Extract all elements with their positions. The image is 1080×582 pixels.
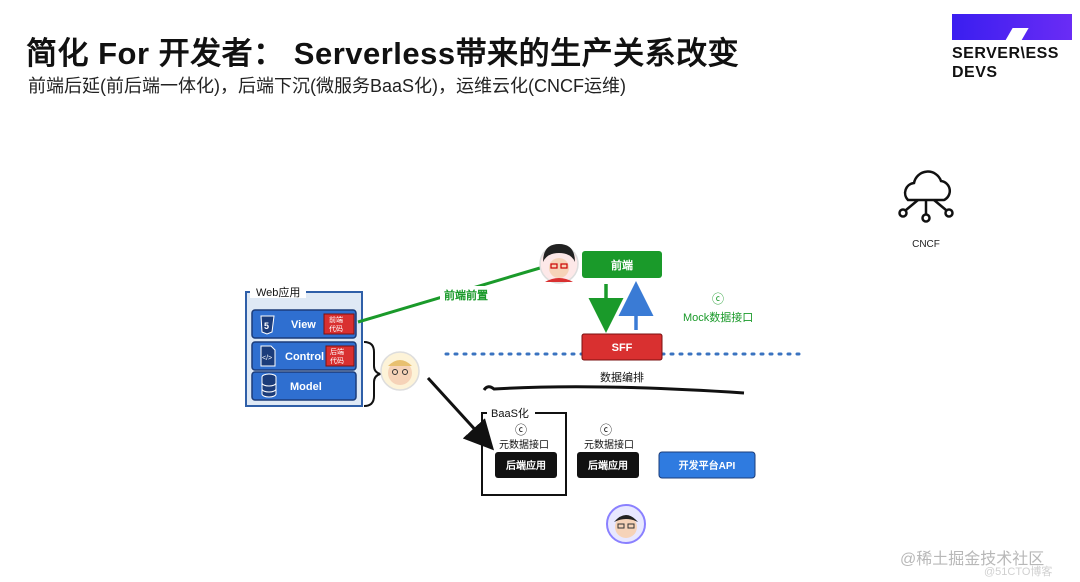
code-file-icon: </> <box>260 345 276 367</box>
meta-api-label-2: 元数据接口 <box>584 438 634 451</box>
sff-box <box>581 333 663 361</box>
view-tag-line-2: 代码 <box>329 324 343 333</box>
sync-icon-2: ⓒ <box>515 423 527 437</box>
model-label: Model <box>290 381 322 393</box>
frontend-box <box>582 251 662 278</box>
baas-container: BaaS化 <box>481 406 567 496</box>
slide-subtitle: 前端后延(前后端一体化)，后端下沉(微服务BaaS化)，运维云化(CNCF运维) <box>28 76 626 96</box>
delegate-arrow <box>426 376 495 451</box>
backend-app-label-2: 后端应用 <box>588 459 628 472</box>
sync-icon-1: ⓒ <box>712 292 724 306</box>
logo-line-1: SERVER\ESS <box>952 45 1059 62</box>
web-app-title: Web应用 <box>256 285 300 299</box>
meta-api-label-1: 元数据接口 <box>499 438 549 451</box>
frontend-box-label: 前端 <box>611 258 633 272</box>
cncf-label: CNCF <box>912 239 940 250</box>
view-tag-line-1: 前端 <box>329 315 343 324</box>
database-icon <box>261 373 277 398</box>
html5-icon: 5 <box>260 315 275 335</box>
orchestration-label: 数据编排 <box>600 370 644 384</box>
control-tag-line-2: 代码 <box>330 356 344 365</box>
control-label: Control <box>285 351 324 363</box>
serverless-devs-logo: SERVER\ESS DEVS <box>952 14 1072 84</box>
watermark-secondary: @51CTO博客 <box>984 566 1053 578</box>
backend-separator <box>482 385 745 395</box>
sff-label: SFF <box>612 342 633 354</box>
baas-label: BaaS化 <box>491 406 529 420</box>
backend-code-tag <box>325 345 355 367</box>
frontend-developer-avatar <box>539 244 579 284</box>
control-tag-line-1: 后端 <box>330 347 344 356</box>
mock-label: Mock数据接口 <box>683 310 753 324</box>
svg-text:</>: </> <box>262 355 272 362</box>
web-app-container: Web应用 5 View 前端 代码 </> Control 后端 代码 Mod… <box>245 285 363 407</box>
brace <box>363 341 384 407</box>
cloud-network-icon <box>898 170 954 223</box>
sync-icon-3: ⓒ <box>600 423 612 437</box>
logo-line-2: DEVS <box>952 64 998 81</box>
model-layer <box>251 371 357 401</box>
frontend-front-label: 前端前置 <box>444 288 488 302</box>
slide-title: 简化 For 开发者： Serverless带来的生产关系改变 <box>26 36 740 71</box>
backend-app-box-2 <box>577 452 639 478</box>
view-label: View <box>291 319 316 331</box>
platform-api-label: 开发平台API <box>679 459 736 472</box>
backend-app-label-1: 后端应用 <box>506 459 546 472</box>
fullstack-developer-avatar <box>380 351 420 391</box>
watermark: @稀土掘金技术社区 <box>900 551 1045 568</box>
backend-app-box-1 <box>495 452 557 478</box>
frontend-code-tag <box>323 313 355 335</box>
svg-text:5: 5 <box>264 321 269 331</box>
ops-developer-avatar <box>606 504 646 544</box>
platform-api-box <box>658 451 756 479</box>
